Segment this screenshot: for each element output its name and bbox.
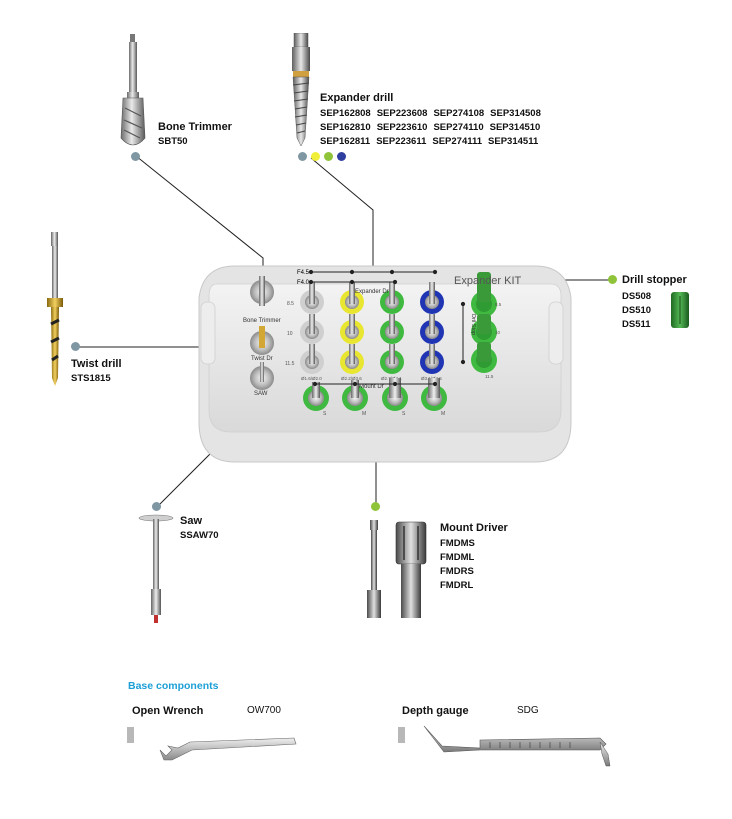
row-label: 11.5 bbox=[285, 361, 295, 367]
bone-trimmer-code: SBT50 bbox=[158, 136, 188, 147]
twist-drill-title: Twist drill bbox=[71, 358, 122, 370]
saw-image bbox=[138, 514, 174, 623]
open-wrench-code: OW700 bbox=[247, 705, 281, 716]
leader-expander-drill bbox=[310, 157, 374, 280]
stopper-label: 8.5 bbox=[495, 302, 502, 307]
mount-label: S bbox=[323, 411, 327, 417]
expander-drill-codes: SEP162808 SEP223608 SEP274108 SEP314508 … bbox=[320, 107, 541, 149]
kit-name: Expander KIT bbox=[454, 275, 522, 287]
kit-label-bone-trimmer: Bone Trimmer bbox=[243, 318, 281, 324]
drill-stopper-dot bbox=[608, 275, 617, 284]
stopper-label: 10 bbox=[495, 330, 501, 335]
mount-driver-code: FMDRL bbox=[440, 580, 474, 591]
mount-driver-image bbox=[367, 520, 427, 618]
mount-driver-code: FMDRS bbox=[440, 566, 474, 577]
saw-dot bbox=[152, 502, 161, 511]
mount-driver-code: FMDML bbox=[440, 552, 475, 563]
kit-label-mount-dr: Mount Dr bbox=[359, 384, 384, 390]
open-wrench-image bbox=[159, 737, 297, 761]
twist-drill-dot bbox=[71, 342, 80, 351]
expander-dot-yellow bbox=[311, 152, 320, 161]
expander-code: SEP162808 bbox=[320, 108, 371, 119]
drill-stopper-code: DS510 bbox=[622, 305, 652, 316]
expander-kit-tray: F4.5 F4.0 Expander Dr 8.5 10 11.5 Ø1.6/Ø… bbox=[198, 265, 572, 463]
kit-label-expander-dr: Expander Dr bbox=[355, 289, 389, 295]
drill-stopper-codes: DS508 DS510 DS511 bbox=[622, 290, 651, 332]
expander-code: SEP162810 bbox=[320, 122, 371, 133]
expander-code: SEP274111 bbox=[432, 136, 483, 147]
expander-code: SEP314510 bbox=[489, 122, 541, 133]
mount-driver-codes: FMDMS FMDML FMDRS FMDRL bbox=[440, 537, 475, 593]
base-components-title: Base components bbox=[128, 680, 219, 692]
depth-gauge-code: SDG bbox=[517, 705, 539, 716]
expander-dot-gray bbox=[298, 152, 307, 161]
kit-label-saw: SAW bbox=[254, 391, 268, 397]
expander-code: SEP162811 bbox=[320, 136, 371, 147]
expander-dot-green bbox=[324, 152, 333, 161]
mount-driver-dot bbox=[371, 502, 380, 511]
twist-drill-code: STS1815 bbox=[71, 373, 111, 384]
mount-driver-code: FMDMS bbox=[440, 538, 475, 549]
expander-dot-blue bbox=[337, 152, 346, 161]
expander-code: SEP314511 bbox=[488, 136, 539, 147]
kit-label-f40: F4.0 bbox=[297, 280, 310, 286]
column-label: Ø2.2/Ø3.6 bbox=[341, 376, 362, 381]
row-label: 10 bbox=[287, 331, 293, 337]
open-wrench-title: Open Wrench bbox=[132, 705, 204, 717]
expander-code: SEP223611 bbox=[376, 136, 427, 147]
saw-code: SSAW70 bbox=[180, 530, 219, 541]
mount-label: M bbox=[362, 411, 366, 417]
expander-code: SEP223608 bbox=[376, 108, 428, 119]
expander-drill-title: Expander drill bbox=[320, 92, 394, 104]
expander-code: SEP314508 bbox=[490, 108, 541, 119]
expander-code: SEP274108 bbox=[433, 108, 485, 119]
column-label: Ø1.6/Ø2.0 bbox=[301, 376, 322, 381]
kit-label-twist-drill: Twist Dr bbox=[251, 356, 273, 362]
open-wrench-swatch bbox=[127, 727, 134, 743]
depth-gauge-swatch bbox=[398, 727, 405, 743]
expander-code: SEP223610 bbox=[376, 122, 428, 133]
bone-trimmer-image bbox=[120, 34, 146, 146]
kit-label-f45: F4.5 bbox=[297, 270, 310, 276]
depth-gauge-title: Depth gauge bbox=[402, 705, 469, 717]
stopper-label: 11.5 bbox=[485, 374, 494, 379]
expander-drill-image bbox=[292, 33, 310, 147]
expander-code: SEP274110 bbox=[433, 122, 484, 133]
expander-grid bbox=[300, 282, 444, 374]
drill-stopper-image bbox=[671, 292, 689, 328]
mount-label: S bbox=[402, 411, 406, 417]
drill-stopper-title: Drill stopper bbox=[622, 274, 687, 286]
mount-label: M bbox=[441, 411, 445, 417]
saw-title: Saw bbox=[180, 515, 203, 527]
mount-driver-title: Mount Driver bbox=[440, 522, 508, 534]
depth-gauge-image bbox=[423, 725, 611, 767]
row-label: 8.5 bbox=[287, 301, 294, 307]
bone-trimmer-title: Bone Trimmer bbox=[158, 121, 232, 133]
bone-trimmer-dot bbox=[131, 152, 140, 161]
drill-stopper-code: DS508 bbox=[622, 291, 652, 302]
twist-drill-image bbox=[47, 232, 63, 386]
kit-label-dril-stop: Dril Stop bbox=[470, 314, 476, 335]
drill-stopper-code: DS511 bbox=[622, 319, 651, 330]
